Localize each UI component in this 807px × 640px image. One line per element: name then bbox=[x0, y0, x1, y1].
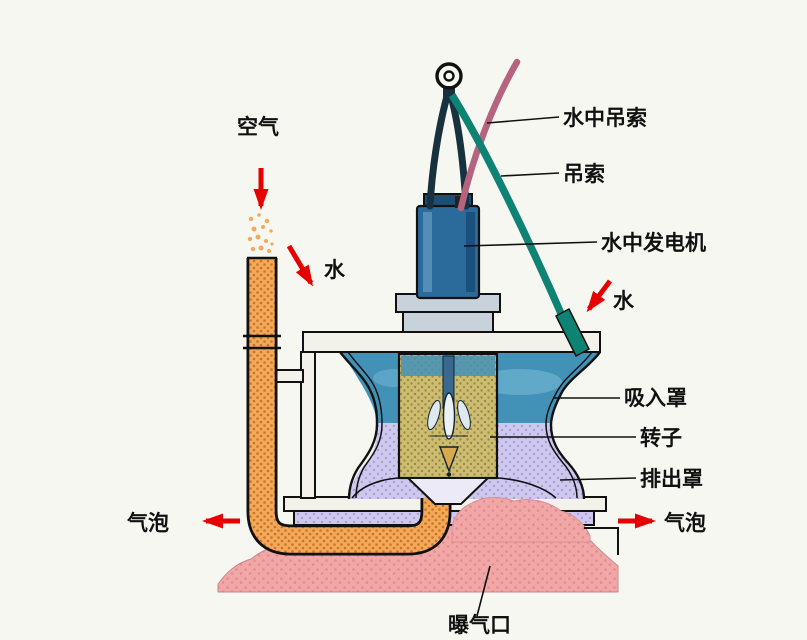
label-water-right: 水 bbox=[613, 290, 635, 313]
label-bubbles-left: 气泡 bbox=[126, 511, 169, 535]
label-sling: 吊索 bbox=[563, 163, 605, 186]
label-suction-hood: 吸入罩 bbox=[624, 387, 687, 410]
motor-assembly bbox=[395, 193, 501, 333]
air-pipe bbox=[243, 256, 452, 556]
label-aeration-port: 曝气口 bbox=[448, 613, 511, 637]
label-lines bbox=[463, 116, 637, 617]
support-arm bbox=[274, 369, 304, 383]
label-bubbles-right: 气泡 bbox=[663, 511, 706, 535]
label-line-underwater-sling bbox=[486, 116, 560, 124]
top-mounting-plate bbox=[302, 331, 601, 353]
text-labels: 空气 水 水中吊索 吊索 水中发电机 水 吸入罩 转子 排出罩 气泡 气泡 曝气… bbox=[126, 107, 706, 637]
rotor-chamber bbox=[397, 352, 499, 480]
motor-body bbox=[415, 204, 481, 300]
water-inflow-arrow-right bbox=[586, 279, 612, 313]
power-cable bbox=[457, 58, 521, 212]
lifting-eye-icon bbox=[435, 62, 463, 90]
water-inflow-arrow-left bbox=[286, 244, 314, 287]
label-line-aeration-port bbox=[476, 565, 491, 617]
label-line-discharge-hood bbox=[559, 477, 637, 481]
label-line-sling bbox=[500, 172, 560, 177]
label-water-left: 水 bbox=[324, 259, 346, 282]
label-air: 空气 bbox=[237, 115, 279, 139]
rotor bbox=[427, 392, 471, 477]
sediment-mound bbox=[451, 496, 591, 543]
label-underwater-sling: 水中吊索 bbox=[563, 107, 647, 130]
label-line-underwater-motor bbox=[463, 241, 598, 247]
label-discharge-hood: 排出罩 bbox=[640, 467, 703, 491]
flow-arrows bbox=[202, 168, 656, 529]
label-rotor: 转子 bbox=[640, 426, 682, 450]
motor-flange-lower bbox=[402, 311, 494, 333]
discharge-funnel bbox=[405, 477, 491, 505]
casing-shell bbox=[339, 351, 601, 500]
sling-anchor-block bbox=[555, 307, 590, 358]
air-spray-dots bbox=[247, 213, 274, 253]
pipe-coupling bbox=[243, 334, 281, 350]
sling-cable bbox=[448, 93, 590, 358]
label-underwater-motor: 水中发电机 bbox=[601, 231, 706, 255]
base-plate-edge bbox=[584, 527, 619, 555]
